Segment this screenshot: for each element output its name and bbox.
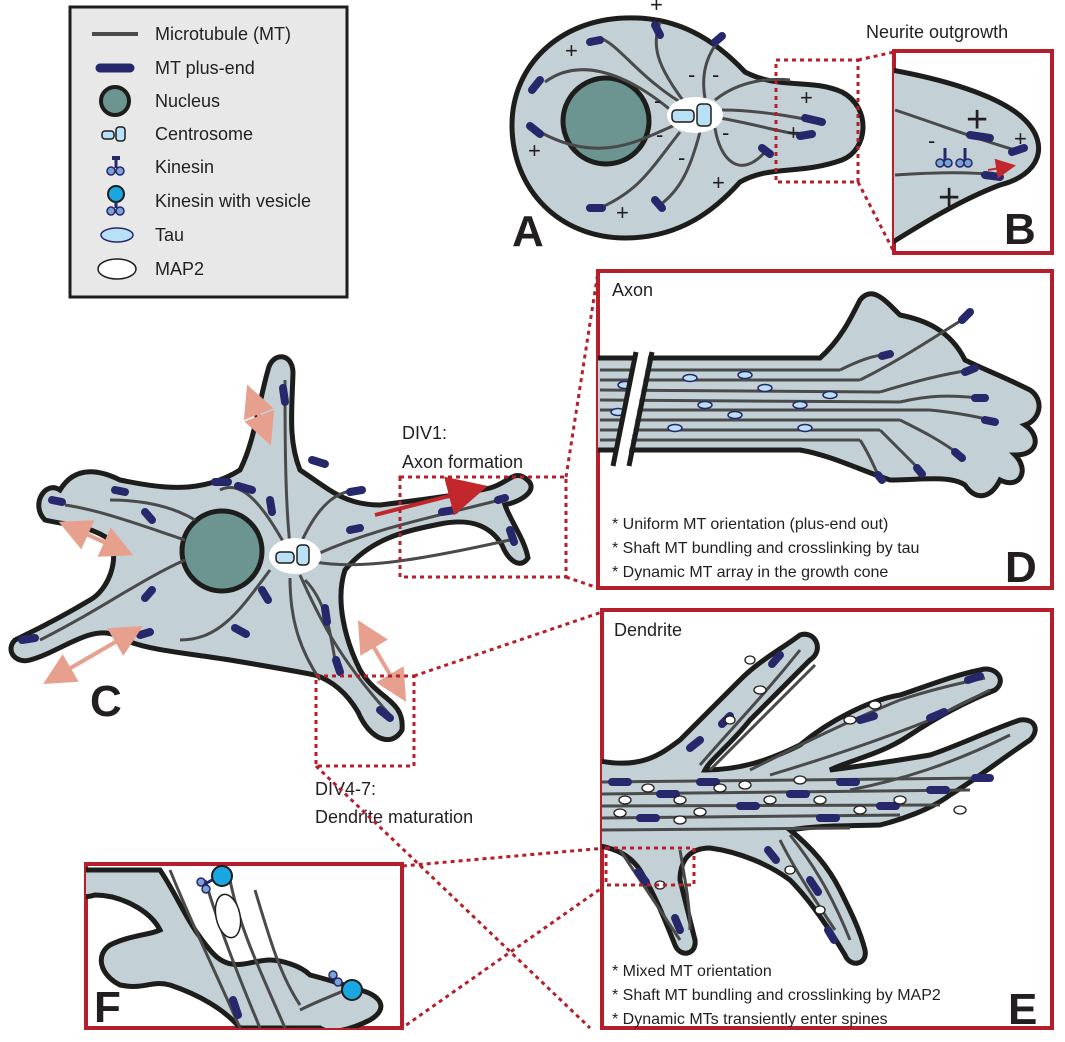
- legend-label: Centrosome: [155, 124, 253, 144]
- panel-e-title: Dendrite: [614, 620, 682, 640]
- legend-label: Nucleus: [155, 91, 220, 111]
- svg-text:+: +: [528, 138, 541, 163]
- panel-d: Axon * Uniform MT orientation (plus-end …: [590, 271, 1052, 592]
- svg-text:-: -: [678, 145, 685, 170]
- panel-d-note: * Uniform MT orientation (plus-end out): [612, 516, 888, 533]
- svg-text:-: -: [656, 122, 663, 147]
- svg-text:+: +: [565, 38, 578, 63]
- panel-c: DIV1: Axon formation DIV4-7: Dendrite ma…: [11, 357, 566, 827]
- panel-e-note: * Dynamic MTs transiently enter spines: [612, 1011, 888, 1028]
- legend-label: Kinesin with vesicle: [155, 191, 311, 211]
- svg-text:-: -: [654, 88, 661, 113]
- legend-label: MAP2: [155, 259, 204, 279]
- svg-text:+: +: [800, 85, 813, 110]
- map2-icon: [98, 259, 136, 279]
- panel-letter-f: F: [94, 983, 121, 1032]
- legend-box: [70, 7, 347, 297]
- neuron-c: [11, 357, 531, 740]
- legend-label: Microtubule (MT): [155, 24, 291, 44]
- panel-e-note: * Mixed MT orientation: [612, 963, 772, 980]
- panel-a: + + + + + + + - - - - - - A: [512, 0, 863, 256]
- panel-d-note: * Shaft MT bundling and crosslinking by …: [612, 540, 919, 557]
- panel-letter-c: C: [90, 677, 122, 726]
- panel-letter-b: B: [1004, 205, 1036, 254]
- nucleus-c: [182, 511, 262, 591]
- div1-label: DIV1:: [402, 423, 447, 443]
- plus-symbol: +: [938, 177, 960, 219]
- svg-text:-: -: [712, 62, 719, 87]
- panel-f: F: [60, 864, 402, 1032]
- svg-text:+: +: [650, 0, 663, 17]
- minus-symbol: -: [928, 128, 935, 153]
- legend-label: Tau: [155, 225, 184, 245]
- plus-symbol: +: [1014, 126, 1027, 151]
- svg-text:-: -: [722, 120, 729, 145]
- panel-e: Dendrite * Mixed MT orientation * Shaft …: [595, 610, 1052, 1034]
- panel-d-note: * Dynamic MT array in the growth cone: [612, 564, 888, 581]
- svg-text:+: +: [616, 200, 629, 225]
- plus-symbol: +: [966, 99, 988, 141]
- legend-label: MT plus-end: [155, 58, 255, 78]
- panel-e-note: * Shaft MT bundling and crosslinking by …: [612, 987, 941, 1004]
- svg-text:-: -: [688, 62, 695, 87]
- zoom-connectors-b: [858, 52, 894, 252]
- nucleus-icon: [101, 87, 129, 115]
- div1-description: Axon formation: [402, 452, 523, 472]
- panel-b: Neurite outgrowth + +: [866, 22, 1052, 254]
- legend: Microtubule (MT) MT plus-end Nucleus Cen…: [70, 7, 347, 297]
- tau-icon: [101, 228, 133, 242]
- svg-text:+: +: [712, 170, 725, 195]
- centrosome-c: [269, 538, 321, 574]
- panel-letter-d: D: [1005, 543, 1037, 592]
- panel-d-title: Axon: [612, 280, 653, 300]
- legend-label: Kinesin: [155, 157, 214, 177]
- svg-text:+: +: [787, 120, 800, 145]
- panel-letter-e: E: [1008, 985, 1037, 1034]
- centrosome-a: [667, 97, 723, 133]
- div4-description: Dendrite maturation: [315, 807, 473, 827]
- panel-letter-a: A: [512, 207, 544, 256]
- nucleus-a: [563, 78, 649, 164]
- panel-b-title: Neurite outgrowth: [866, 22, 1008, 42]
